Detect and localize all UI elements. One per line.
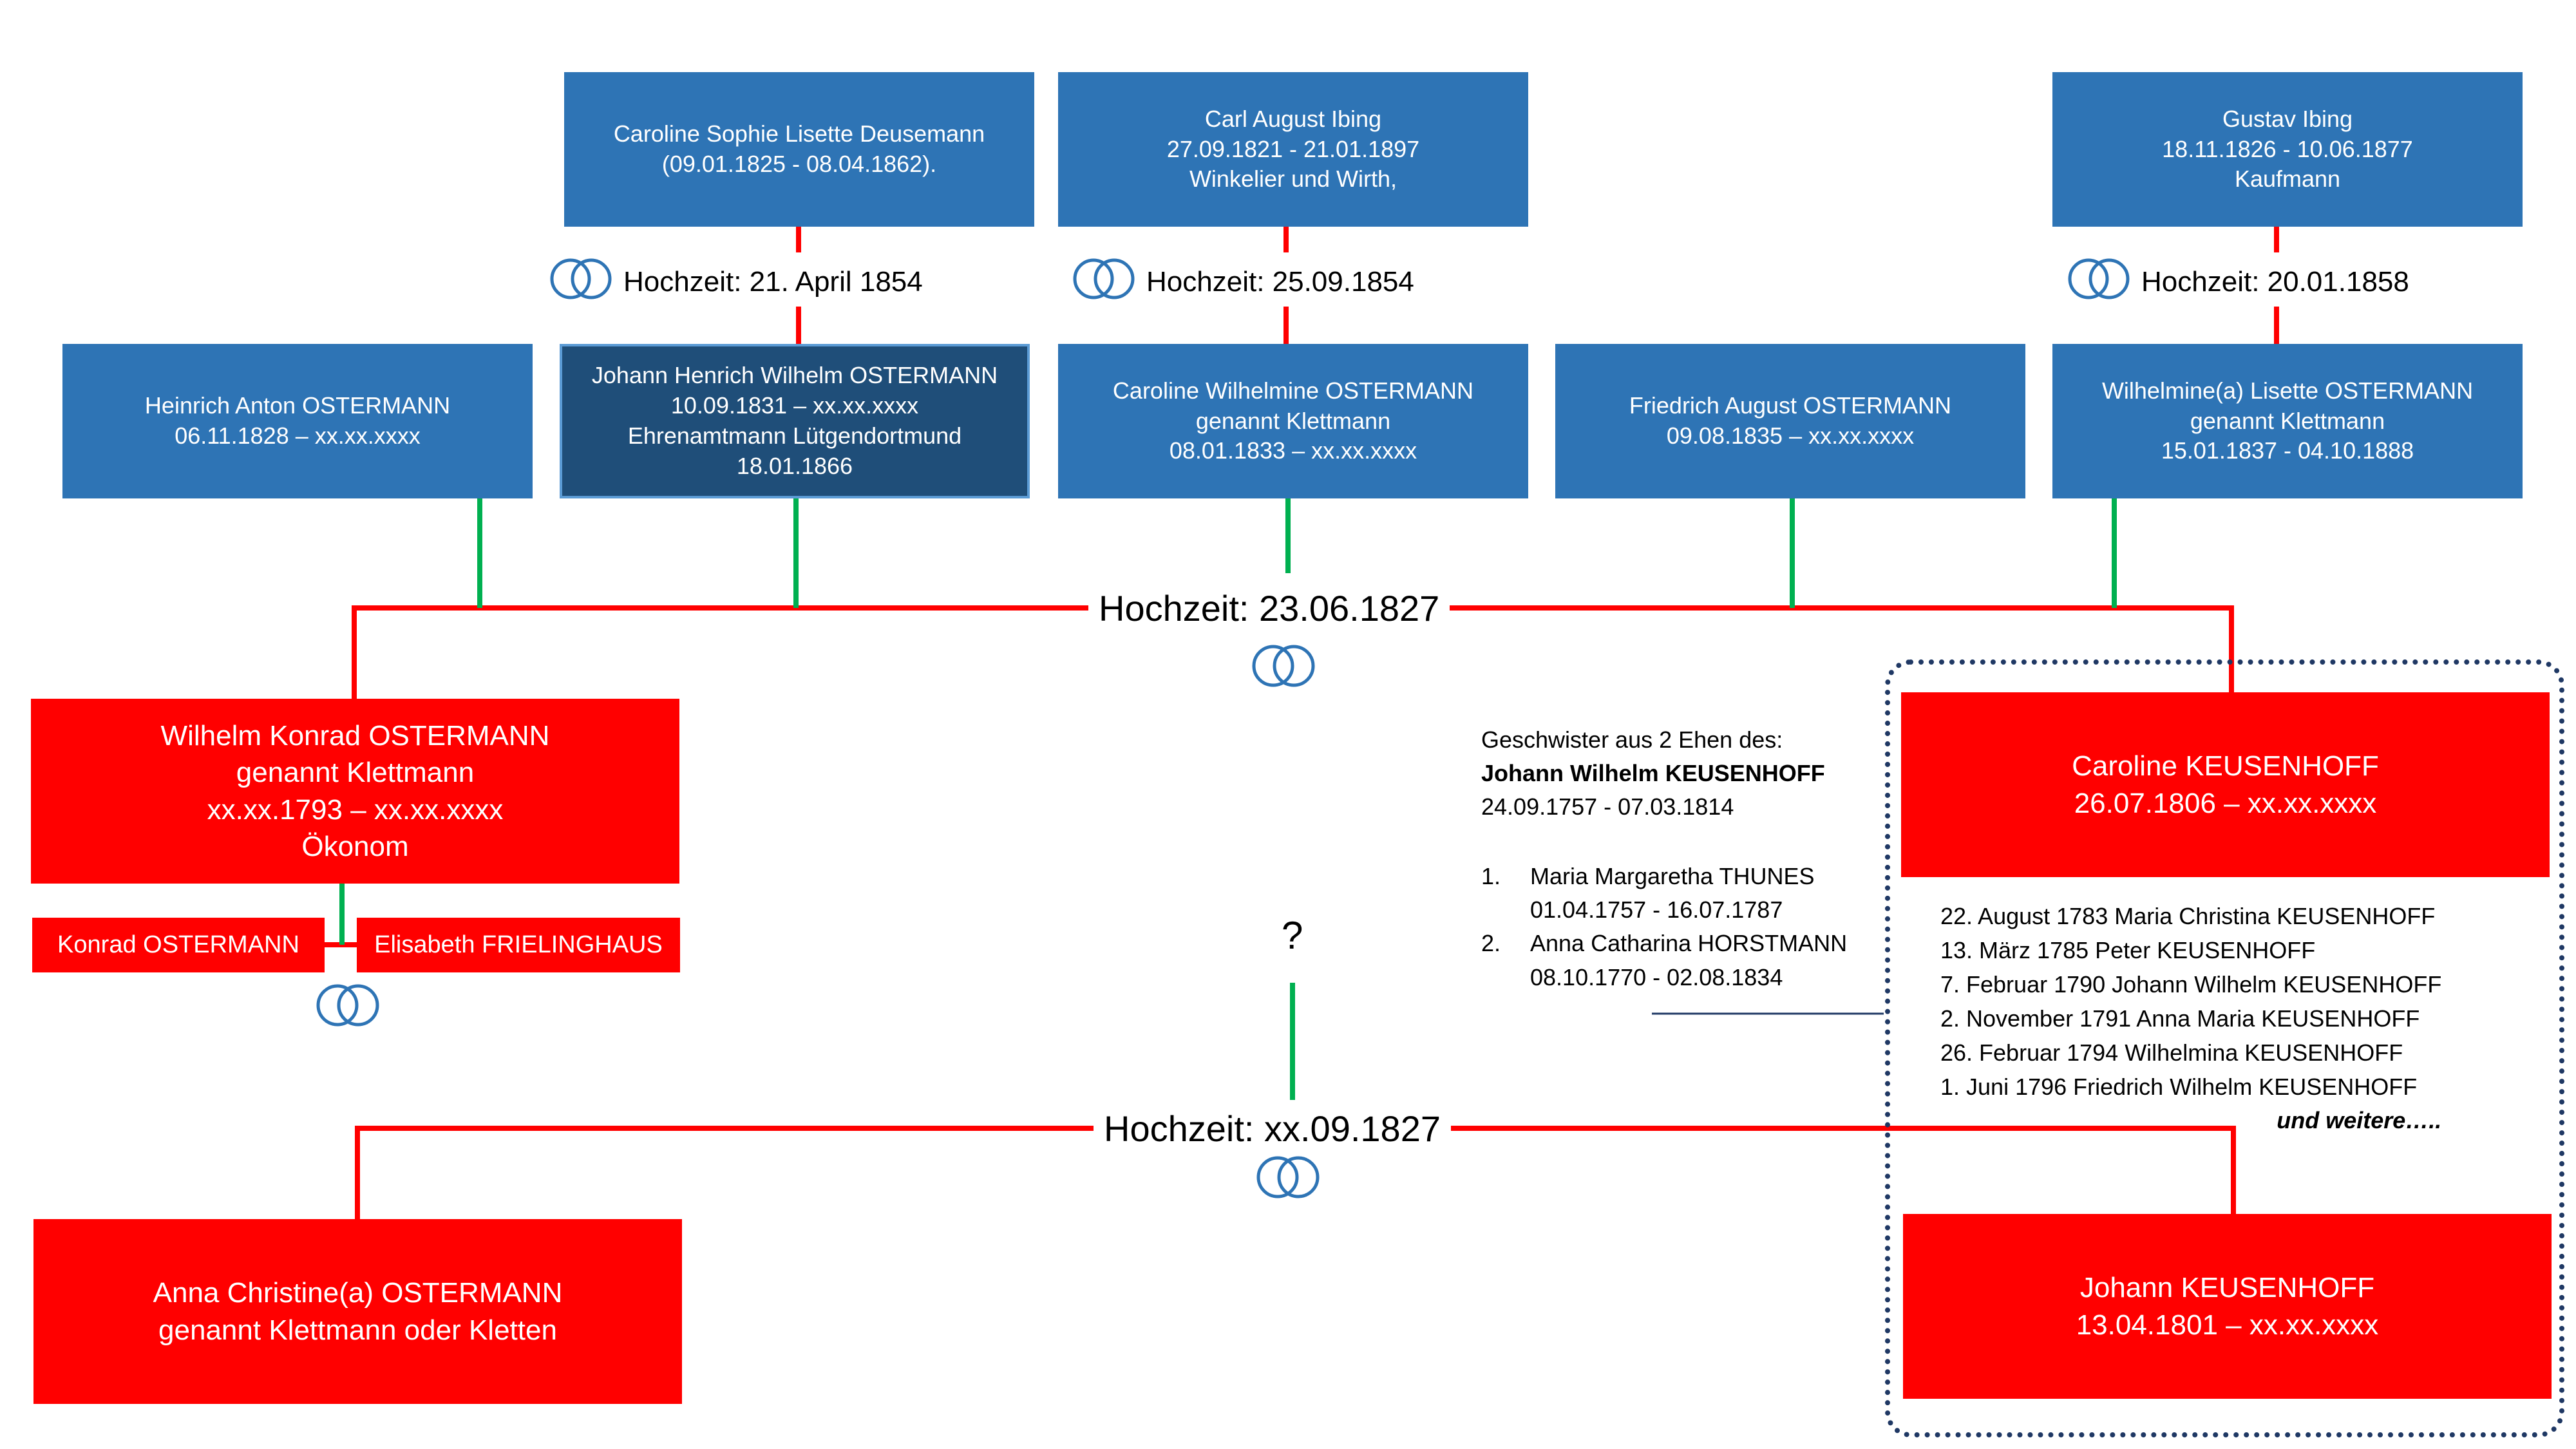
person-friedrich: Friedrich August OSTERMANN 09.08.1835 – …	[1555, 344, 2025, 498]
person-johann-henrich: Johann Henrich Wilhelm OSTERMANN 10.09.1…	[560, 344, 1030, 498]
list-item: 1. Maria Margaretha THUNES	[1481, 860, 1847, 893]
list-number: 2.	[1481, 930, 1501, 957]
person-deusemann: Caroline Sophie Lisette Deusemann (09.01…	[564, 72, 1034, 227]
person-line: Friedrich August OSTERMANN	[1629, 392, 1952, 419]
marriage-1858: Hochzeit: 20.01.1858	[2064, 258, 2409, 307]
person-carl-ibing: Carl August Ibing 27.09.1821 - 21.01.189…	[1058, 72, 1528, 227]
person-anna-christine: Anna Christine(a) OSTERMANN genannt Klet…	[33, 1219, 682, 1404]
person-line: genannt Klettmann oder Kletten	[158, 1314, 557, 1346]
marriage-label: Hochzeit: 21. April 1854	[623, 266, 923, 298]
person-wilhelmine: Wilhelmine(a) Lisette OSTERMANN genannt …	[2052, 344, 2523, 498]
person-line: Wilhelmine(a) Lisette OSTERMANN	[2101, 377, 2474, 404]
marriage-1827-september: Hochzeit: xx.09.1827	[1094, 1103, 1451, 1154]
siblings-intro: Geschwister aus 2 Ehen des:	[1481, 726, 1783, 753]
person-line: (09.01.1825 - 08.04.1862).	[661, 151, 937, 177]
person-line: Johann KEUSENHOFF	[2079, 1272, 2375, 1304]
siblings-note: Geschwister aus 2 Ehen des: Johann Wilhe…	[1481, 723, 1825, 824]
person-line: Anna Christine(a) OSTERMANN	[153, 1277, 563, 1309]
marriage-label: Hochzeit: 20.01.1858	[2141, 266, 2409, 298]
person-elisabeth: Elisabeth FRIELINGHAUS	[357, 918, 680, 972]
list-item: 2. November 1791 Anna Maria KEUSENHOFF	[1940, 1005, 2420, 1032]
person-line: Johann Henrich Wilhelm OSTERMANN	[591, 362, 998, 389]
descent-lines	[339, 498, 2117, 1100]
list-item: 22. August 1783 Maria Christina KEUSENHO…	[1940, 903, 2436, 929]
person-johann-keusenhoff: Johann KEUSENHOFF 13.04.1801 – xx.xx.xxx…	[1903, 1214, 2552, 1399]
person-caroline-wilhelmine: Caroline Wilhelmine OSTERMANN genannt Kl…	[1058, 344, 1528, 498]
list-item: 26. Februar 1794 Wilhelmina KEUSENHOFF	[1940, 1039, 2403, 1066]
list-item: 01.04.1757 - 16.07.1787	[1481, 893, 1847, 927]
person-line: Konrad OSTERMANN	[57, 931, 299, 958]
wedding-rings-icon	[2064, 256, 2134, 308]
person-line: genannt Klettmann	[2190, 407, 2385, 434]
wedding-rings-icon	[1247, 643, 1320, 692]
list-text: 01.04.1757 - 16.07.1787	[1530, 896, 1783, 923]
keusenhoff-siblings-frame	[1885, 659, 2564, 1437]
wedding-rings-icon	[546, 256, 616, 308]
person-line: Caroline Wilhelmine OSTERMANN	[1112, 377, 1474, 404]
list-number: 1.	[1481, 863, 1501, 889]
marriage-label: Hochzeit: 23.06.1827	[1099, 587, 1440, 629]
person-line: 06.11.1828 – xx.xx.xxxx	[175, 422, 421, 449]
person-line: genannt Klettmann	[236, 757, 475, 789]
person-line: Elisabeth FRIELINGHAUS	[374, 931, 663, 958]
person-line: Winkelier und Wirth,	[1189, 166, 1397, 193]
person-line: Heinrich Anton OSTERMANN	[144, 392, 451, 419]
marriage-1854-september: Hochzeit: 25.09.1854	[1069, 258, 1414, 307]
person-line: 26.07.1806 – xx.xx.xxxx	[2074, 787, 2377, 819]
list-text: 08.10.1770 - 02.08.1834	[1530, 963, 1783, 990]
person-line: xx.xx.1793 – xx.xx.xxxx	[207, 793, 504, 826]
person-line: 18.11.1826 - 10.06.1877	[2162, 135, 2413, 162]
person-line: 09.08.1835 – xx.xx.xxxx	[1666, 422, 1915, 449]
marriage-1854-april: Hochzeit: 21. April 1854	[546, 258, 923, 307]
marriage-label: Hochzeit: xx.09.1827	[1104, 1108, 1441, 1149]
person-gustav-ibing: Gustav Ibing 18.11.1826 - 10.06.1877 Kau…	[2052, 72, 2523, 227]
father-marriages-list: 1. Maria Margaretha THUNES 01.04.1757 - …	[1481, 860, 1847, 994]
siblings-father-dates: 24.09.1757 - 07.03.1814	[1481, 793, 1734, 820]
person-line: 13.04.1801 – xx.xx.xxxx	[2076, 1309, 2379, 1341]
wedding-rings-icon	[1252, 1154, 1324, 1204]
person-line: Caroline KEUSENHOFF	[2072, 750, 2379, 782]
person-line: 15.01.1837 - 04.10.1888	[2161, 437, 2414, 464]
person-line: Caroline Sophie Lisette Deusemann	[613, 120, 985, 147]
person-line: Ehrenamtmann Lütgendortmund	[627, 422, 962, 449]
list-item: 1. Juni 1796 Friedrich Wilhelm KEUSENHOF…	[1940, 1073, 2418, 1100]
person-line: Ökonom	[301, 830, 409, 862]
list-item: 7. Februar 1790 Johann Wilhelm KEUSENHOF…	[1940, 971, 2442, 998]
person-line: genannt Klettmann	[1195, 407, 1391, 434]
person-caroline-keusenhoff: Caroline KEUSENHOFF 26.07.1806 – xx.xx.x…	[1901, 692, 2550, 877]
siblings-father: Johann Wilhelm KEUSENHOFF	[1481, 760, 1825, 787]
person-line: Kaufmann	[2234, 166, 2341, 193]
list-text: Anna Catharina HORSTMANN	[1530, 930, 1848, 957]
person-line: 18.01.1866	[736, 452, 853, 479]
person-wilhelm-konrad: Wilhelm Konrad OSTERMANN genannt Klettma…	[31, 699, 679, 884]
person-konrad: Konrad OSTERMANN	[32, 918, 325, 972]
person-line: Carl August Ibing	[1204, 105, 1382, 132]
person-heinrich: Heinrich Anton OSTERMANN 06.11.1828 – xx…	[62, 344, 533, 498]
unknown-link-mark: ?	[1282, 914, 1303, 957]
list-item: 13. März 1785 Peter KEUSENHOFF	[1940, 936, 2316, 963]
list-item: 2. Anna Catharina HORSTMANN	[1481, 927, 1847, 960]
list-item: 08.10.1770 - 02.08.1834	[1481, 961, 1847, 994]
person-line: Wilhelm Konrad OSTERMANN	[160, 720, 550, 752]
marriage-1827-june: Hochzeit: 23.06.1827	[1088, 582, 1450, 634]
marriage-label: Hochzeit: 25.09.1854	[1146, 266, 1414, 298]
wedding-rings-icon	[312, 982, 384, 1032]
more-children-note: und weitere…..	[2277, 1107, 2442, 1134]
wedding-rings-icon	[1069, 256, 1139, 308]
person-line: 08.01.1833 – xx.xx.xxxx	[1169, 437, 1417, 464]
person-line: Gustav Ibing	[2222, 105, 2353, 132]
person-line: 10.09.1831 – xx.xx.xxxx	[670, 392, 919, 419]
person-line: 27.09.1821 - 21.01.1897	[1166, 135, 1420, 162]
keusenhoff-children-list: 22. August 1783 Maria Christina KEUSENHO…	[1940, 900, 2441, 1138]
list-text: Maria Margaretha THUNES	[1530, 863, 1815, 889]
